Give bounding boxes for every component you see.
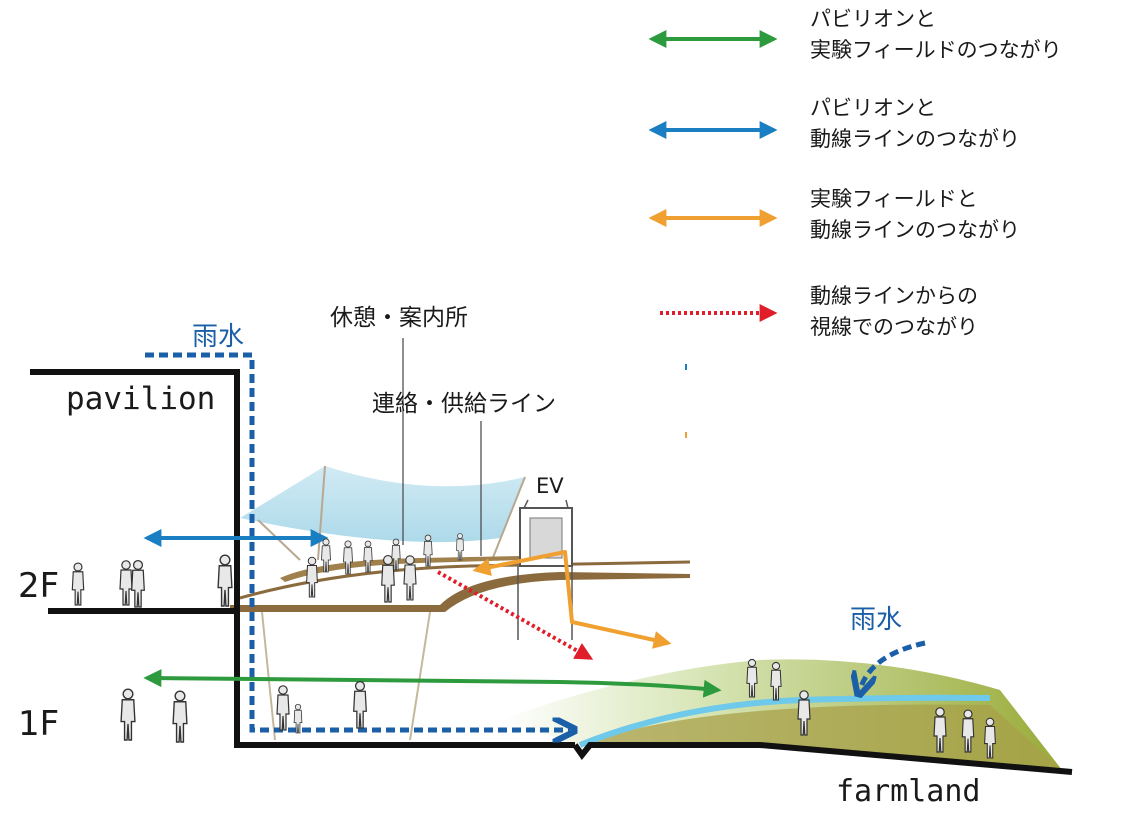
deck-support-2 — [409, 611, 431, 741]
legend-text-blue: パビリオンと 動線ラインのつながり — [810, 96, 1020, 151]
rainwater-label-pavilion: 雨水 — [192, 322, 245, 352]
people-1f — [120, 680, 367, 743]
elevator-tower — [517, 499, 573, 640]
arrow-pavilion-to-field — [143, 669, 722, 698]
supply-line-label: 連絡・供給ライン — [372, 391, 556, 417]
rest-info-label: 休憩・案内所 — [330, 305, 468, 331]
farmland-label: farmland — [836, 774, 981, 809]
deck-2f-curve — [239, 560, 691, 600]
ev-label: EV — [536, 474, 564, 498]
canopy-pole-right — [491, 476, 526, 561]
rainwater-label-field: 雨水 — [850, 605, 903, 635]
deck-support-1 — [261, 611, 276, 741]
deck-2f — [230, 572, 690, 612]
floor-1f-label: 1F — [18, 704, 60, 744]
legend-text-orange: 実験フィールドと 動線ラインのつながり — [810, 187, 1020, 242]
floor-2f-label: 2F — [18, 566, 60, 606]
people-2f-left — [71, 554, 233, 608]
arrow-sightline — [437, 570, 594, 660]
pavilion-wall — [30, 369, 575, 748]
arrow-line-to-field — [472, 550, 672, 649]
rainwater-path-field — [860, 640, 926, 690]
ground-line — [572, 742, 1073, 775]
canopy — [240, 466, 525, 543]
legend-text-red: 動線ラインからの 視線でのつながり — [810, 284, 978, 339]
pavilion-label: pavilion — [66, 381, 216, 417]
legend-text-green: パビリオンと 実験フィールドのつながり — [810, 7, 1062, 62]
